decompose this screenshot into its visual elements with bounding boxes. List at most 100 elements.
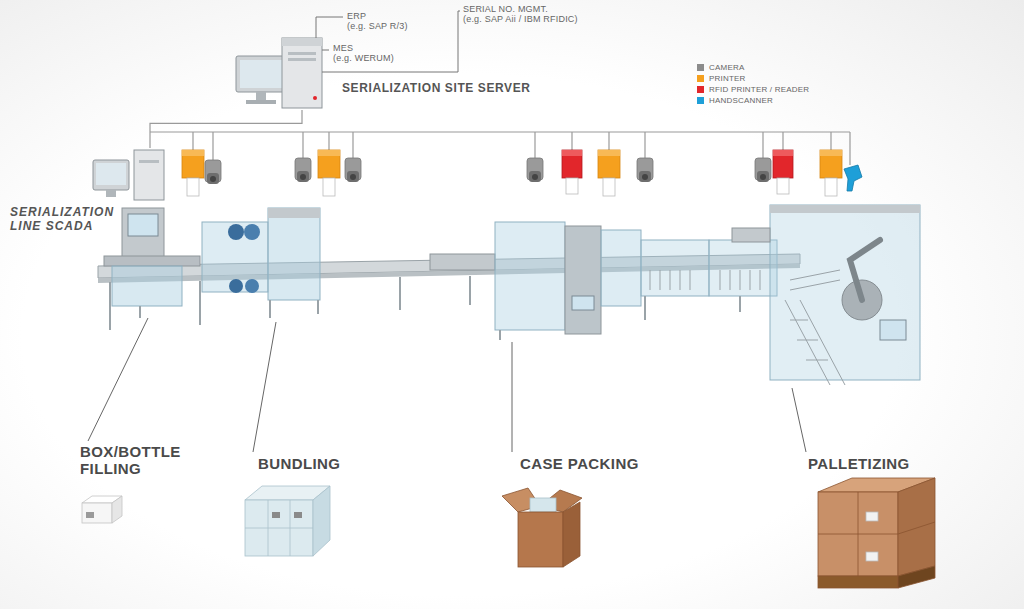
scada-computer-part <box>139 160 159 163</box>
filling-machine-part <box>122 208 164 258</box>
open-case <box>502 488 582 567</box>
leader-line-part <box>792 388 806 452</box>
bundle-part <box>245 500 313 556</box>
pallet <box>818 478 935 588</box>
network-bus-part <box>608 132 609 150</box>
case-packer-part <box>572 296 594 310</box>
leader-line-part <box>322 50 329 51</box>
scada-computer-part <box>134 150 164 200</box>
case-packer <box>430 222 641 340</box>
server-icon-part <box>246 100 276 104</box>
network-bus-part <box>830 132 831 150</box>
device-group-part <box>598 150 620 196</box>
open-case-part <box>530 498 556 512</box>
device-group-part <box>205 160 221 184</box>
device-group-part <box>527 158 543 182</box>
leader-line <box>316 11 460 72</box>
network-link <box>150 110 302 148</box>
filling-machine-part <box>104 256 200 266</box>
network-bus-part <box>352 132 353 158</box>
network-bus-part <box>782 132 783 150</box>
single-box-part <box>82 503 112 523</box>
bundling-machine-part <box>202 222 268 292</box>
legend-text: RFID PRINTER / READER <box>709 85 809 94</box>
server-icon-part <box>236 56 286 92</box>
device-group-part <box>820 150 842 196</box>
pallet-part <box>898 566 935 588</box>
device-group-part <box>182 150 204 196</box>
device-group-part <box>562 150 582 194</box>
network-bus-part <box>534 132 535 158</box>
legend-text: PRINTER <box>709 74 746 83</box>
device-group <box>182 150 862 196</box>
palletizer-part-part <box>790 320 808 321</box>
station-label: BOX/BOTTLE FILLING <box>80 444 202 477</box>
system-name: MES <box>333 44 353 54</box>
filling-machine-part <box>112 266 182 306</box>
conveyor-section-part-part <box>720 270 721 290</box>
palletizer-part-part <box>806 360 828 361</box>
conveyor-section-part-part <box>750 270 751 290</box>
conveyor-part-part <box>109 282 111 330</box>
single-box-part <box>112 496 122 523</box>
scada-computer-part <box>93 160 129 190</box>
node-label: SERIALIZATION LINE SCADA <box>10 206 142 234</box>
bundling-machine <box>202 208 320 318</box>
server-icon-part <box>282 38 322 46</box>
system-example: (e.g. SAP R/3) <box>347 22 408 32</box>
legend: CAMERAPRINTERRFID PRINTER / READERHANDSC… <box>697 62 809 106</box>
leader-line-part <box>316 17 343 38</box>
network-bus-part <box>150 131 850 132</box>
conveyor-section-part-part <box>660 270 661 290</box>
network-bus-part <box>192 132 193 150</box>
palletizer-part <box>732 228 770 242</box>
system-example: (e.g. WERUM) <box>333 54 394 64</box>
network-bus-part <box>644 132 645 158</box>
conveyor-section-part-part <box>680 270 681 290</box>
palletizer-part <box>785 270 845 385</box>
leader-line-part <box>322 11 460 72</box>
palletizer-part <box>880 320 906 340</box>
network-bus-part <box>212 132 213 160</box>
server-icon-part <box>313 96 317 100</box>
conveyor-section-part-part <box>650 270 651 290</box>
server-icon-part <box>288 58 316 61</box>
station-label: CASE PACKING <box>520 456 639 473</box>
bundle-part <box>272 512 280 518</box>
pallet-part <box>818 492 898 576</box>
leader-line <box>88 318 806 452</box>
open-case-part <box>518 512 563 567</box>
bundling-machine-part <box>268 208 320 218</box>
device-group-part <box>345 158 361 182</box>
conveyor-section-part-part <box>670 270 671 290</box>
legend-swatch <box>697 86 704 93</box>
bundle-part <box>313 486 330 556</box>
device-group-part <box>295 158 311 182</box>
legend-swatch <box>697 75 704 82</box>
server-icon-part <box>288 52 316 55</box>
palletizer-part-part <box>790 270 840 280</box>
network-bus-part <box>849 132 850 165</box>
bundling-machine-part <box>269 300 271 318</box>
leader-line-part <box>512 342 513 452</box>
single-box-part <box>86 512 94 518</box>
bundling-machine-part <box>317 300 319 314</box>
network-bus-part <box>328 132 329 150</box>
legend-row: RFID PRINTER / READER <box>697 84 809 95</box>
pallet-part <box>866 512 878 521</box>
conveyor-section-part <box>709 240 777 296</box>
conveyor-section-part-part <box>760 270 761 290</box>
conveyor-section-part-part <box>690 270 691 290</box>
server-icon-part <box>256 92 266 100</box>
site-server: SERIALIZATION SITE SERVER <box>232 36 537 110</box>
bundling-machine-part <box>245 279 259 293</box>
case-packer-part <box>565 226 601 334</box>
device-group-part <box>755 158 771 182</box>
filling-machine-part <box>128 214 158 236</box>
case-packer-part <box>601 230 641 306</box>
server-icon <box>236 38 322 108</box>
network-bus <box>150 132 850 165</box>
legend-row: HANDSCANNER <box>697 95 809 106</box>
network-bus-part <box>571 132 572 150</box>
